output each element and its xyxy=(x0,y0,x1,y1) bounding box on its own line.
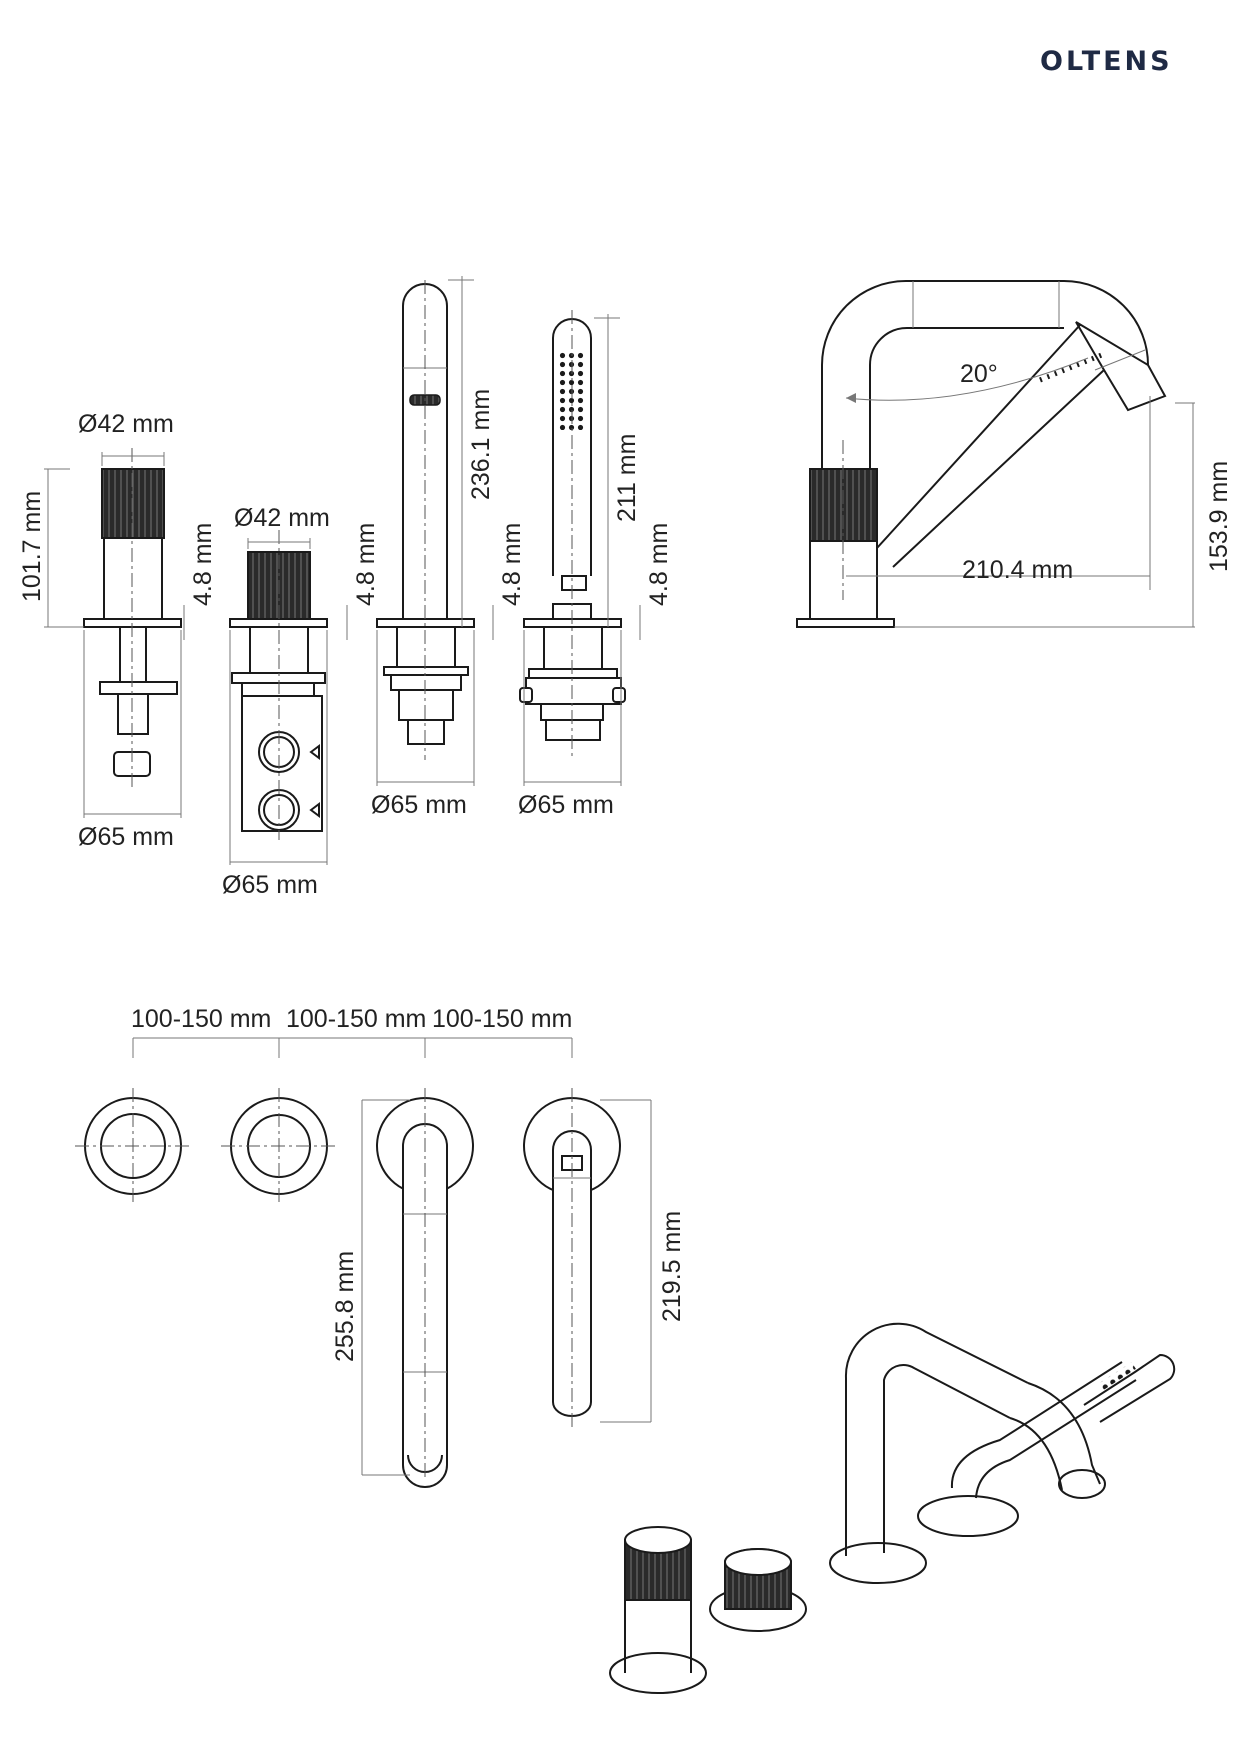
angle-20-label: 20° xyxy=(960,360,998,388)
dims-side-view: 20° 210.4 mm 153.9 mm xyxy=(845,357,1233,628)
dia65-label-d: Ø65 mm xyxy=(518,791,614,819)
dims-diverter: Ø42 mm 4.8 mm Ø65 mm xyxy=(222,504,380,899)
spacing-label-c: 100-150 mm xyxy=(432,1005,572,1033)
top-view-components xyxy=(75,1088,621,1488)
height-1539-label: 153.9 mm xyxy=(1205,461,1233,572)
elevation-diverter xyxy=(229,530,328,840)
elevation-hand-shower xyxy=(519,310,626,760)
elevation-knob-mixer xyxy=(83,448,182,790)
dia42-label-a: Ø42 mm xyxy=(78,410,174,438)
dims-top-view: 255.8 mm 219.5 mm xyxy=(331,1099,686,1476)
thickness-48-label-c: 4.8 mm xyxy=(498,523,526,606)
dims-knob-mixer: Ø42 mm 101.7 mm 4.8 mm Ø65 mm xyxy=(18,410,217,851)
side-view-spout xyxy=(796,280,1167,628)
elevation-spout xyxy=(376,280,475,760)
thickness-48-label-a: 4.8 mm xyxy=(189,523,217,606)
dia65-label-c: Ø65 mm xyxy=(371,791,467,819)
dims-spout: 236.1 mm 4.8 mm Ø65 mm xyxy=(371,276,526,819)
spacing-label-b: 100-150 mm xyxy=(286,1005,426,1033)
dims-hand-shower: 211 mm 4.8 mm Ø65 mm xyxy=(518,314,673,819)
dia65-label-a: Ø65 mm xyxy=(78,823,174,851)
thickness-48-label-d: 4.8 mm xyxy=(645,523,673,606)
brand-logo: OLTENS xyxy=(1040,46,1173,77)
isometric-view xyxy=(609,1322,1176,1694)
top-view-spacing: 100-150 mm 100-150 mm 100-150 mm xyxy=(131,1005,573,1058)
height-2361-label: 236.1 mm xyxy=(467,389,495,500)
length-2558-label: 255.8 mm xyxy=(331,1251,359,1362)
reach-2104-label: 210.4 mm xyxy=(962,556,1073,584)
thickness-48-label-b: 4.8 mm xyxy=(352,523,380,606)
dia42-label-b: Ø42 mm xyxy=(234,504,330,532)
dia65-label-b: Ø65 mm xyxy=(222,871,318,899)
spacing-label-a: 100-150 mm xyxy=(131,1005,271,1033)
height-1017-label: 101.7 mm xyxy=(18,491,46,602)
height-211-label: 211 mm xyxy=(613,434,641,522)
length-2195-label: 219.5 mm xyxy=(658,1211,686,1322)
